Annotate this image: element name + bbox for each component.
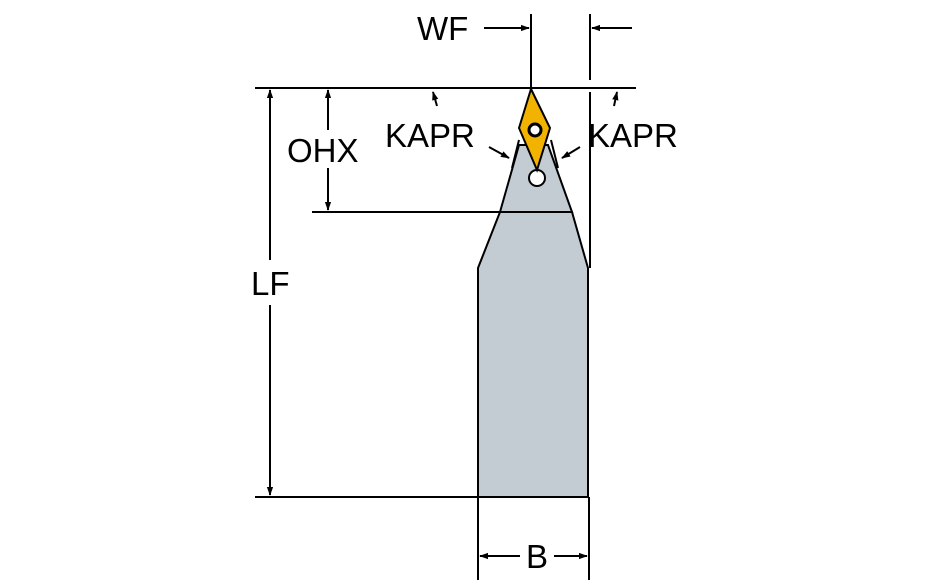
right-relief-line [550, 139, 559, 169]
kapr-left-label: KAPR [385, 117, 475, 154]
kapr-left-tick [432, 91, 439, 107]
ohx-label: OHX [287, 132, 359, 169]
left-relief-line [511, 139, 520, 169]
wf-label: WF [417, 10, 468, 47]
kapr-right-tick [612, 91, 619, 107]
kapr-right-label: KAPR [588, 117, 678, 154]
lf-label: LF [251, 265, 290, 302]
tool-shank [477, 211, 589, 498]
insert-hole-icon [527, 122, 543, 138]
b-label: B [526, 538, 548, 575]
kapr-right-arrow [561, 146, 581, 159]
kapr-left-arrow [488, 146, 510, 159]
